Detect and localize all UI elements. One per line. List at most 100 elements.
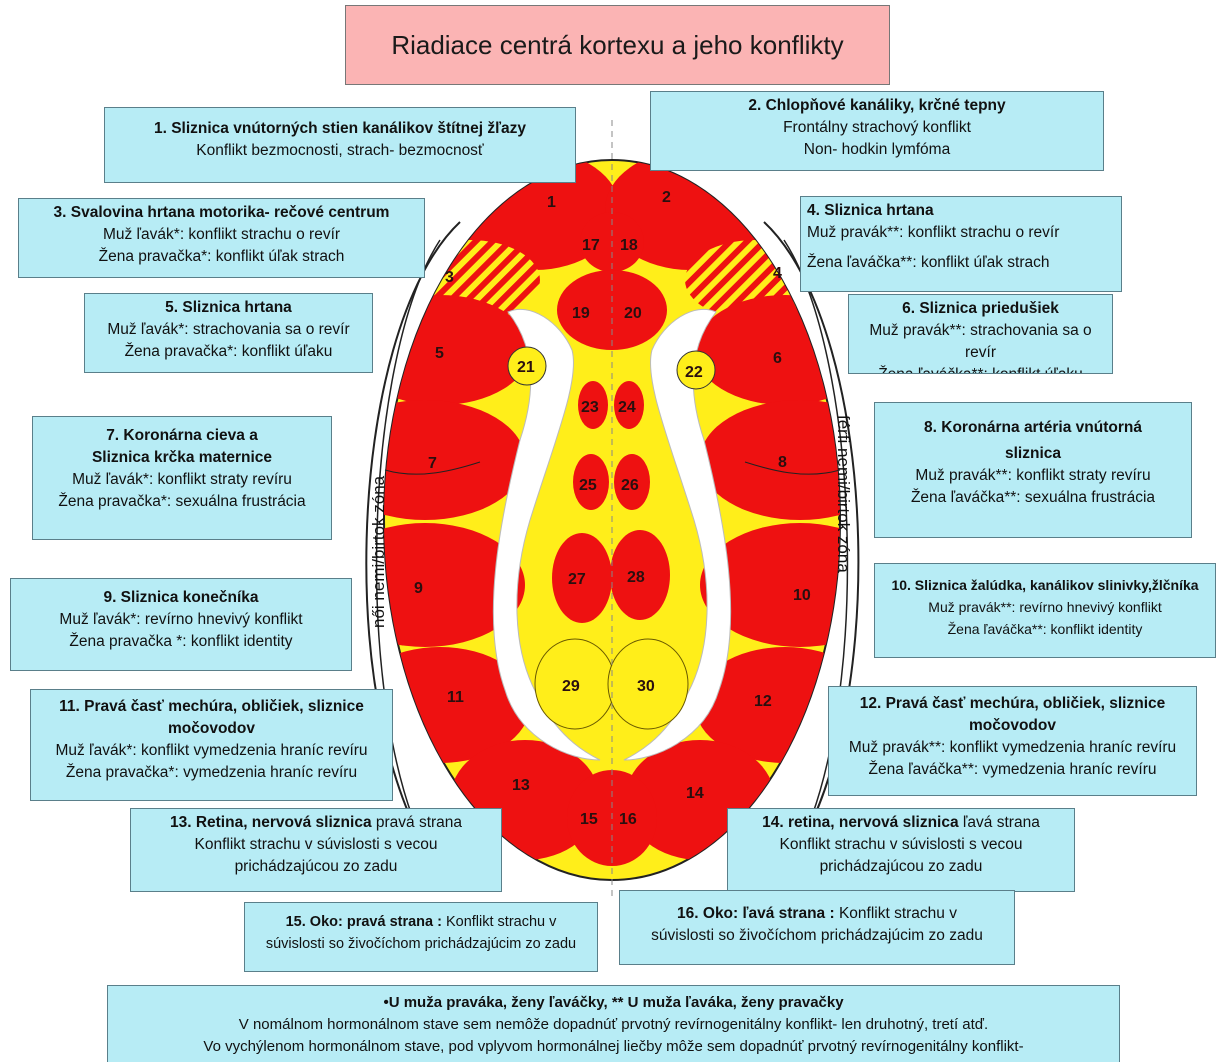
box-11-heading: 11. Pravá časť mechúra, obličiek, slizni… [37,696,386,718]
label-15: 15 [580,811,598,828]
box-1: 1. Sliznica vnútorných stien kanálikov š… [104,107,576,183]
box-7-heading: 7. Koronárna cieva a [39,425,325,447]
box-7-heading2: Sliznica krčka maternice [39,447,325,469]
label-11: 11 [447,689,464,706]
label-23: 23 [581,399,599,416]
label-5: 5 [435,345,444,362]
legend-box: •U muža praváka, ženy ľaváčky, ** U muža… [107,985,1120,1062]
label-13: 13 [512,777,530,794]
box-5-line2: Žena pravačka*: konflikt úľaku [91,341,366,363]
box-1-heading: 1. Sliznica vnútorných stien kanálikov š… [111,118,569,140]
box-16-title: 16. Oko: ľavá strana : Konflikt strachu … [626,903,1008,925]
box-10-heading: 10. Sliznica žalúdka, kanálikov slinivky… [881,574,1209,596]
box-12-heading2: močovodov [835,715,1190,737]
box-8-line1: Muž pravák**: konflikt straty revíru [881,465,1185,487]
label-1: 1 [547,194,556,211]
label-14: 14 [686,785,704,802]
box-14-title: 14. retina, nervová sliznica ľavá strana [734,812,1068,834]
box-16-bold: 16. Oko: ľavá strana : [677,905,835,922]
box-13-line1: Konflikt strachu v súvislosti s vecou [137,834,495,856]
box-14-bold: 14. retina, nervová sliznica [762,814,958,831]
box-9-heading: 9. Sliznica konečníka [17,587,345,609]
label-8: 8 [778,454,787,471]
box-9-line2: Žena pravačka *: konflikt identity [17,631,345,653]
box-4-line1: Muž pravák**: konflikt strachu o revír [807,222,1115,244]
label-21: 21 [517,359,535,376]
box-6-heading: 6. Sliznica priedušiek [855,298,1106,320]
legend-line1: V nomálnom hormonálnom stave sem nemôže … [114,1014,1113,1036]
box-7: 7. Koronárna cieva a Sliznica krčka mate… [32,416,332,540]
box-13-bold: 13. Retina, nervová sliznica [170,814,372,831]
box-15-line1: súvislosti so živočíchom prichádzajúcim … [251,933,591,955]
label-30: 30 [637,678,655,695]
box-6-line1: Muž pravák**: strachovania sa o revír [855,320,1106,364]
box-14-line1: Konflikt strachu v súvislosti s vecou [734,834,1068,856]
box-14: 14. retina, nervová sliznica ľavá strana… [727,808,1075,892]
label-29: 29 [562,678,580,695]
label-12: 12 [754,693,772,710]
box-7-line2: Žena pravačka*: sexuálna frustrácia [39,491,325,513]
box-7-line1: Muž ľavák*: konflikt straty revíru [39,469,325,491]
legend-line2: Vo vychýlenom hormonálnom stave, pod vpl… [114,1036,1113,1058]
box-5-line1: Muž ľavák*: strachovania sa o revír [91,319,366,341]
box-2-heading: 2. Chlopňové kanáliky, krčné tepny [657,95,1097,117]
label-22: 22 [685,364,703,381]
label-10: 10 [793,587,811,604]
box-15: 15. Oko: pravá strana : Konflikt strachu… [244,902,598,972]
label-20: 20 [624,305,642,322]
label-9: 9 [414,580,423,597]
label-19: 19 [572,305,590,322]
label-6: 6 [773,350,782,367]
box-12-heading: 12. Pravá časť mechúra, obličiek, slizni… [835,693,1190,715]
region-8 [700,400,900,520]
box-10-line1: Muž pravák**: revírno hnevivý konflikt [881,596,1209,618]
box-5: 5. Sliznica hrtana Muž ľavák*: strachova… [84,293,373,373]
box-6-line2: Žena ľaváčka**: konflikt úľaku [855,364,1106,374]
box-11-heading2: močovodov [37,718,386,740]
label-4: 4 [773,265,782,282]
box-13-title: 13. Retina, nervová sliznica pravá stran… [137,812,495,834]
box-13-line2: prichádzajúcou zo zadu [137,856,495,878]
box-3-line1: Muž ľavák*: konflikt strachu o revír [25,224,418,246]
label-3: 3 [445,269,454,286]
label-27: 27 [568,571,586,588]
left-zone-label: női nemi/birtok zóna [369,475,388,628]
box-10: 10. Sliznica žalúdka, kanálikov slinivky… [874,563,1216,658]
box-2: 2. Chlopňové kanáliky, krčné tepny Front… [650,91,1104,171]
box-3: 3. Svalovina hrtana motorika- rečové cen… [18,198,425,278]
label-2: 2 [662,189,671,206]
box-2-line2: Non- hodkin lymfóma [657,139,1097,161]
box-4-heading: 4. Sliznica hrtana [807,200,1115,222]
box-9: 9. Sliznica konečníka Muž ľavák*: revírn… [10,578,352,671]
box-11-line2: Žena pravačka*: vymedzenia hraníc revíru [37,762,386,784]
box-4: 4. Sliznica hrtana Muž pravák**: konflik… [800,196,1122,292]
label-26: 26 [621,477,639,494]
box-12: 12. Pravá časť mechúra, obličiek, slizni… [828,686,1197,796]
box-1-line1: Konflikt bezmocnosti, strach- bezmocnosť [111,140,569,162]
box-14-rest: ľavá strana [959,814,1040,831]
box-8-heading: 8. Koronárna artéria vnútorná [881,417,1185,439]
box-16: 16. Oko: ľavá strana : Konflikt strachu … [619,890,1015,965]
label-17: 17 [582,237,600,254]
box-12-line1: Muž pravák**: konflikt vymedzenia hraníc… [835,737,1190,759]
box-3-heading: 3. Svalovina hrtana motorika- rečové cen… [25,202,418,224]
page-title: Riadiace centrá kortexu a jeho konflikty [345,5,890,85]
box-8-line2: Žena ľaváčka**: sexuálna frustrácia [881,487,1185,509]
box-13-rest: pravá strana [372,814,462,831]
box-4-line2: Žena ľaváčka**: konflikt úľak strach [807,252,1115,274]
label-25: 25 [579,477,597,494]
box-3-line2: Žena pravačka*: konflikt úľak strach [25,246,418,268]
box-9-line1: Muž ľavák*: revírno hnevivý konflikt [17,609,345,631]
box-15-bold: 15. Oko: pravá strana : [286,914,442,930]
label-28: 28 [627,569,645,586]
legend-heading: •U muža praváka, ženy ľaváčky, ** U muža… [114,992,1113,1014]
box-6: 6. Sliznica priedušiek Muž pravák**: str… [848,294,1113,374]
box-15-rest: Konflikt strachu v [442,914,556,930]
label-7: 7 [428,455,437,472]
box-13: 13. Retina, nervová sliznica pravá stran… [130,808,502,892]
box-5-heading: 5. Sliznica hrtana [91,297,366,319]
box-11: 11. Pravá časť mechúra, obličiek, slizni… [30,689,393,801]
box-2-line1: Frontálny strachový konflikt [657,117,1097,139]
box-12-line2: Žena ľaváčka**: vymedzenia hraníc revíru [835,759,1190,781]
label-24: 24 [618,399,636,416]
